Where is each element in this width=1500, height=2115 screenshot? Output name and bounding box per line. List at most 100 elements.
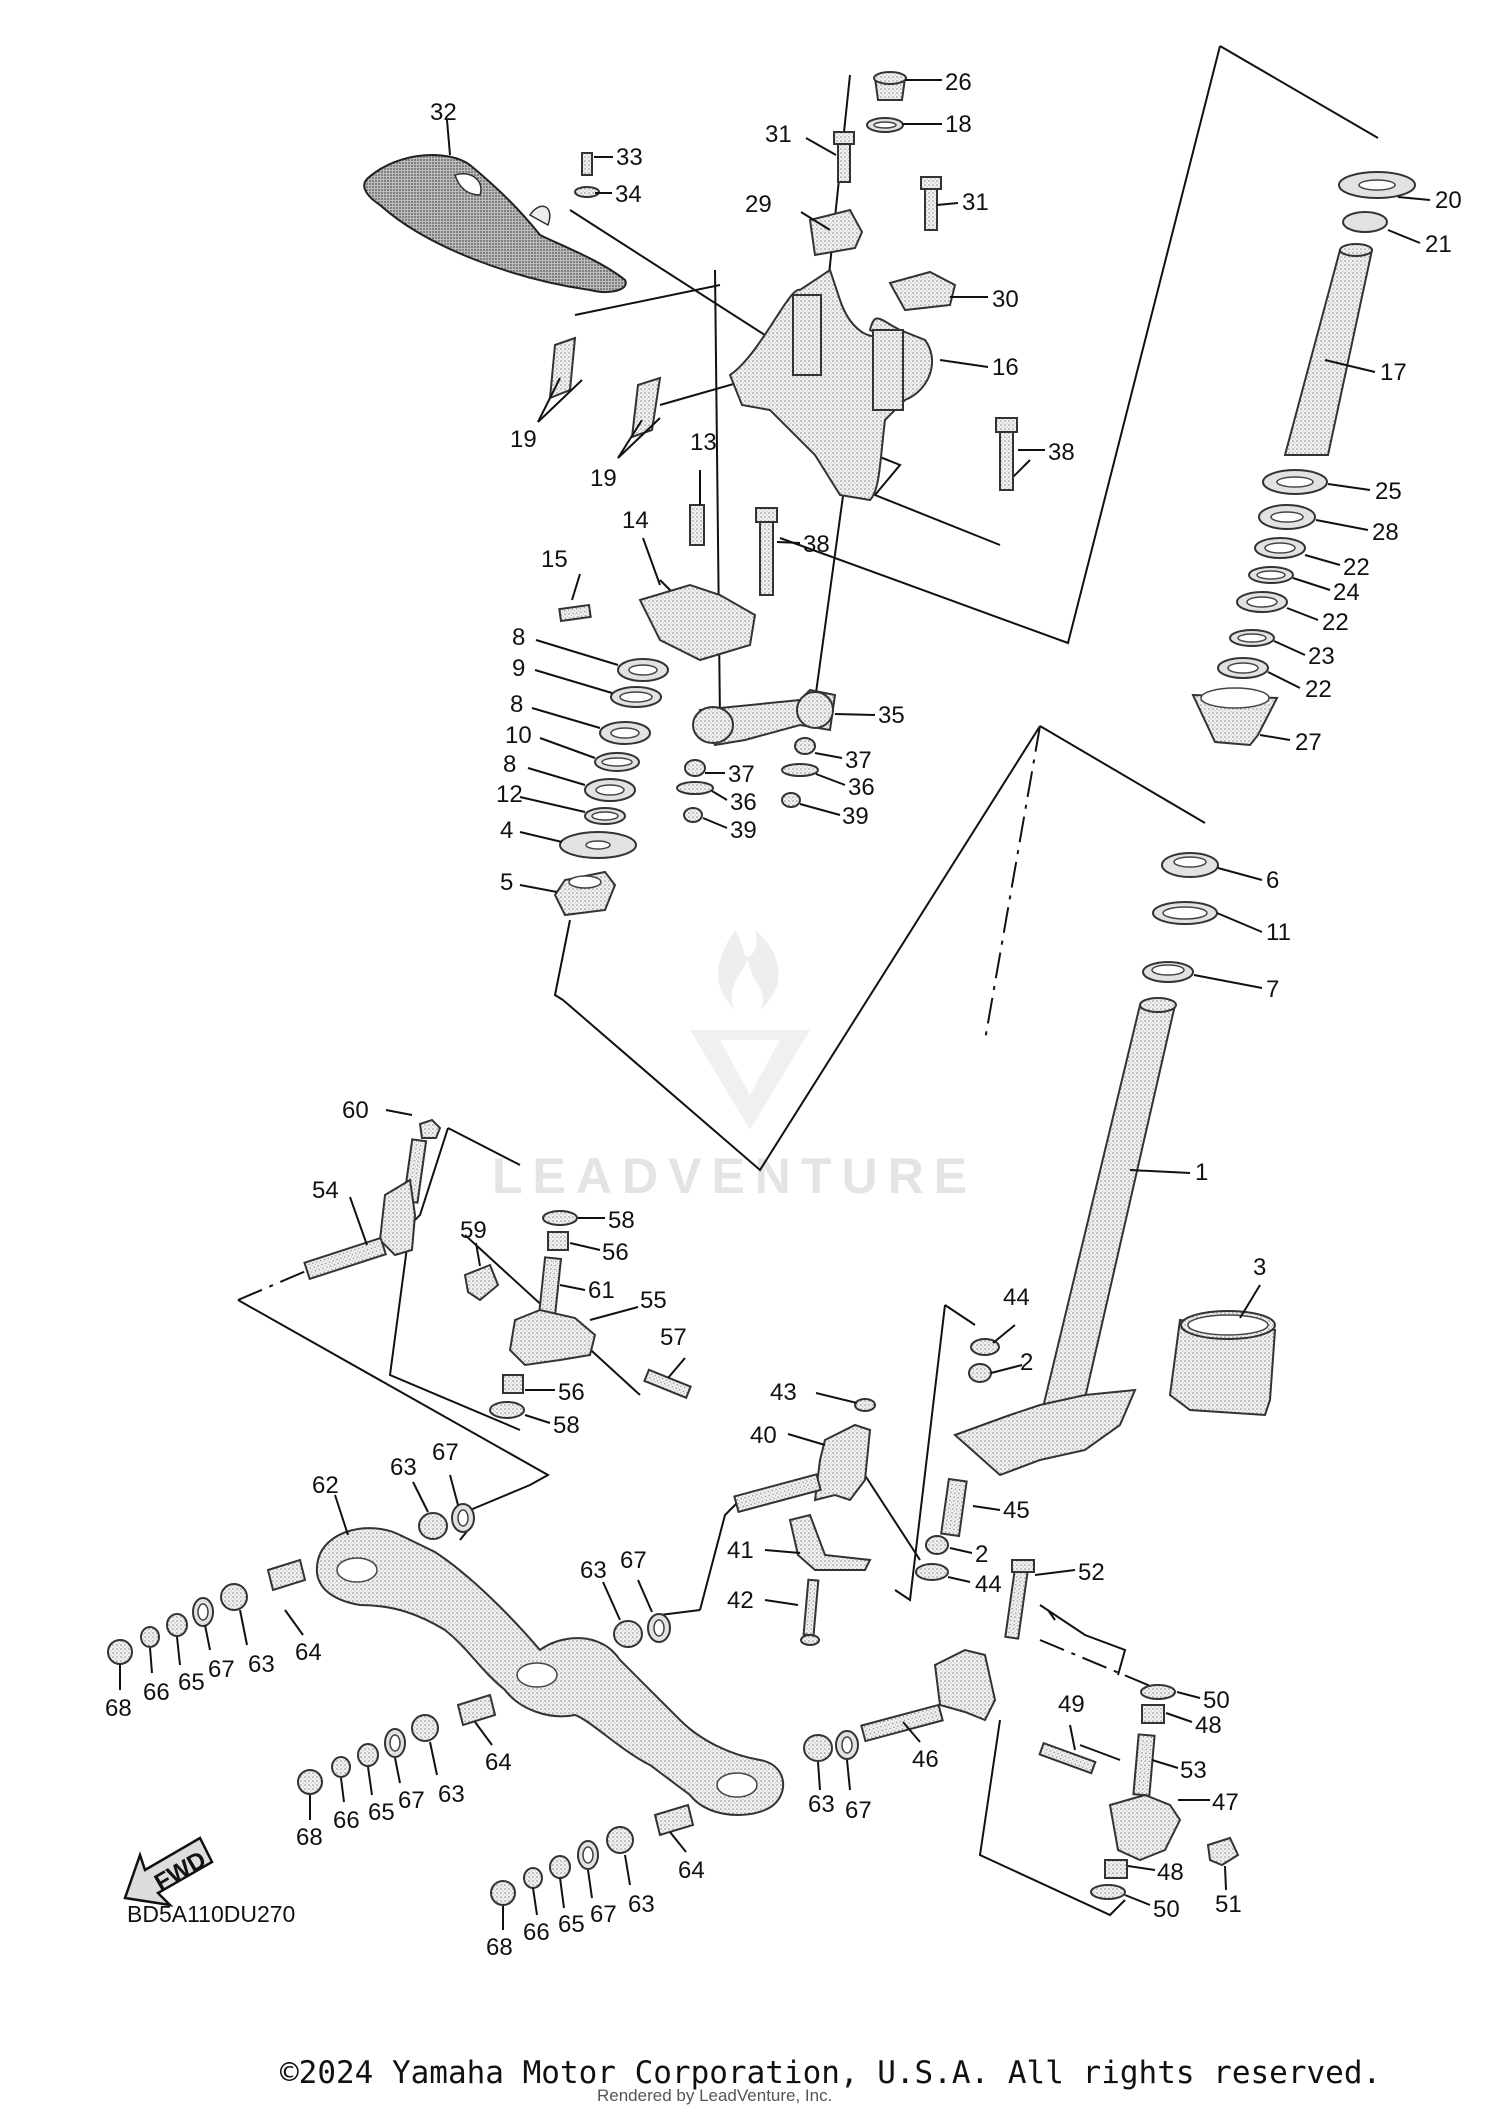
callout-4: 4 [500, 817, 513, 844]
callout-28: 28 [1372, 519, 1399, 546]
copyright-notice: ©2024 Yamaha Motor Corporation, U.S.A. A… [280, 2055, 1381, 2091]
callout-labels: 1 2 2 3 4 5 6 7 8 8 8 9 10 11 12 13 14 1… [105, 69, 1462, 1961]
bracket-post-right [872, 329, 904, 411]
callout-12: 12 [496, 781, 523, 808]
sleeve-64b [456, 1693, 497, 1727]
callout-58: 58 [553, 1412, 580, 1439]
callout-63: 63 [248, 1651, 275, 1678]
seal-66b [331, 1756, 351, 1778]
callout-23: 23 [1308, 643, 1335, 670]
callout-52: 52 [1078, 1559, 1105, 1586]
pin-61 [537, 1256, 563, 1318]
callout-1: 1 [1195, 1159, 1208, 1186]
callout-62: 62 [312, 1472, 339, 1499]
boot-37b [684, 759, 706, 777]
pin-39b [683, 807, 703, 823]
nut-43 [854, 1398, 876, 1412]
knuckle-47 [1108, 1793, 1182, 1862]
callout-38: 38 [803, 531, 830, 558]
callout-64: 64 [295, 1639, 322, 1666]
leader-lines [119, 79, 1431, 1930]
upper-holder-30 [888, 270, 957, 312]
callout-66: 66 [523, 1919, 550, 1946]
callout-59: 59 [460, 1217, 487, 1244]
bracket-post-left [792, 294, 822, 376]
bolt-52-head [1011, 1559, 1035, 1573]
seal-65c [549, 1855, 571, 1879]
callout-39: 39 [842, 803, 869, 830]
watermark-text: LEADVENTURE [492, 1148, 977, 1204]
callout-37: 37 [728, 761, 755, 788]
guide-line [388, 1224, 521, 1431]
callout-67: 67 [845, 1797, 872, 1824]
callout-22: 22 [1322, 609, 1349, 636]
bolt-15 [558, 603, 592, 623]
callout-37: 37 [845, 747, 872, 774]
callout-67: 67 [398, 1787, 425, 1814]
callout-2: 2 [975, 1541, 988, 1568]
guide-line [894, 1304, 946, 1602]
bush-48a [1141, 1704, 1165, 1724]
callout-38: 38 [1048, 439, 1075, 466]
pin-45 [940, 1477, 968, 1538]
guide-line [984, 725, 1041, 1041]
callout-10: 10 [505, 722, 532, 749]
knuckle-40 [813, 1423, 872, 1502]
bolt-31a-head [833, 131, 855, 145]
callout-21: 21 [1425, 231, 1452, 258]
sleeve-64a [266, 1558, 307, 1592]
bushing-63a [418, 1512, 448, 1540]
bolt-38a [999, 429, 1014, 491]
pitman-arm [953, 1388, 1137, 1477]
callout-22: 22 [1305, 676, 1332, 703]
callout-64: 64 [678, 1857, 705, 1884]
arm-14 [638, 583, 757, 662]
rendered-by-credit: Rendered by LeadVenture, Inc. [597, 2086, 832, 2105]
callout-63: 63 [438, 1781, 465, 1808]
guide-line [562, 725, 1041, 1172]
pin-13 [689, 504, 705, 546]
callout-42: 42 [727, 1587, 754, 1614]
guide-line [659, 1609, 701, 1616]
seal-66c [523, 1867, 543, 1889]
knuckle-46-shaft [860, 1703, 944, 1743]
callout-53: 53 [1180, 1757, 1207, 1784]
callout-41: 41 [727, 1537, 754, 1564]
cover-slot [454, 173, 482, 196]
steering-shaft-1 [1038, 1004, 1177, 1421]
callout-8: 8 [510, 691, 523, 718]
callout-68: 68 [486, 1934, 513, 1961]
cover-tab [528, 205, 551, 227]
callout-20: 20 [1435, 187, 1462, 214]
callout-18: 18 [945, 111, 972, 138]
callout-17: 17 [1380, 359, 1407, 386]
seal-65b [357, 1743, 379, 1767]
diagram-code: BD5A110DU270 [127, 1901, 295, 1927]
upper-bracket-16 [728, 268, 934, 502]
guide-line [1219, 45, 1379, 139]
spacer-17 [1283, 249, 1374, 456]
callout-11: 11 [1266, 919, 1291, 946]
cap-68c [490, 1880, 516, 1906]
callout-13: 13 [690, 429, 717, 456]
callout-44: 44 [1003, 1284, 1030, 1311]
callout-54: 54 [312, 1177, 339, 1204]
callout-19: 19 [590, 465, 617, 492]
callout-15: 15 [541, 546, 568, 573]
washer-50a [1140, 1684, 1176, 1700]
housing-3 [1168, 1318, 1277, 1417]
guide-line [1039, 1639, 1161, 1691]
callout-68: 68 [296, 1824, 323, 1851]
guide-line [237, 1264, 321, 1301]
bolt-31b [924, 184, 938, 231]
bush-2a [968, 1363, 992, 1383]
callout-67: 67 [208, 1656, 235, 1683]
callout-48: 48 [1195, 1712, 1222, 1739]
knuckle-55 [508, 1308, 597, 1367]
knuckle-46 [933, 1648, 997, 1722]
callout-57: 57 [660, 1324, 687, 1351]
bolt-38b [759, 519, 774, 596]
callout-64: 64 [485, 1749, 512, 1776]
nut-36a [781, 763, 819, 777]
